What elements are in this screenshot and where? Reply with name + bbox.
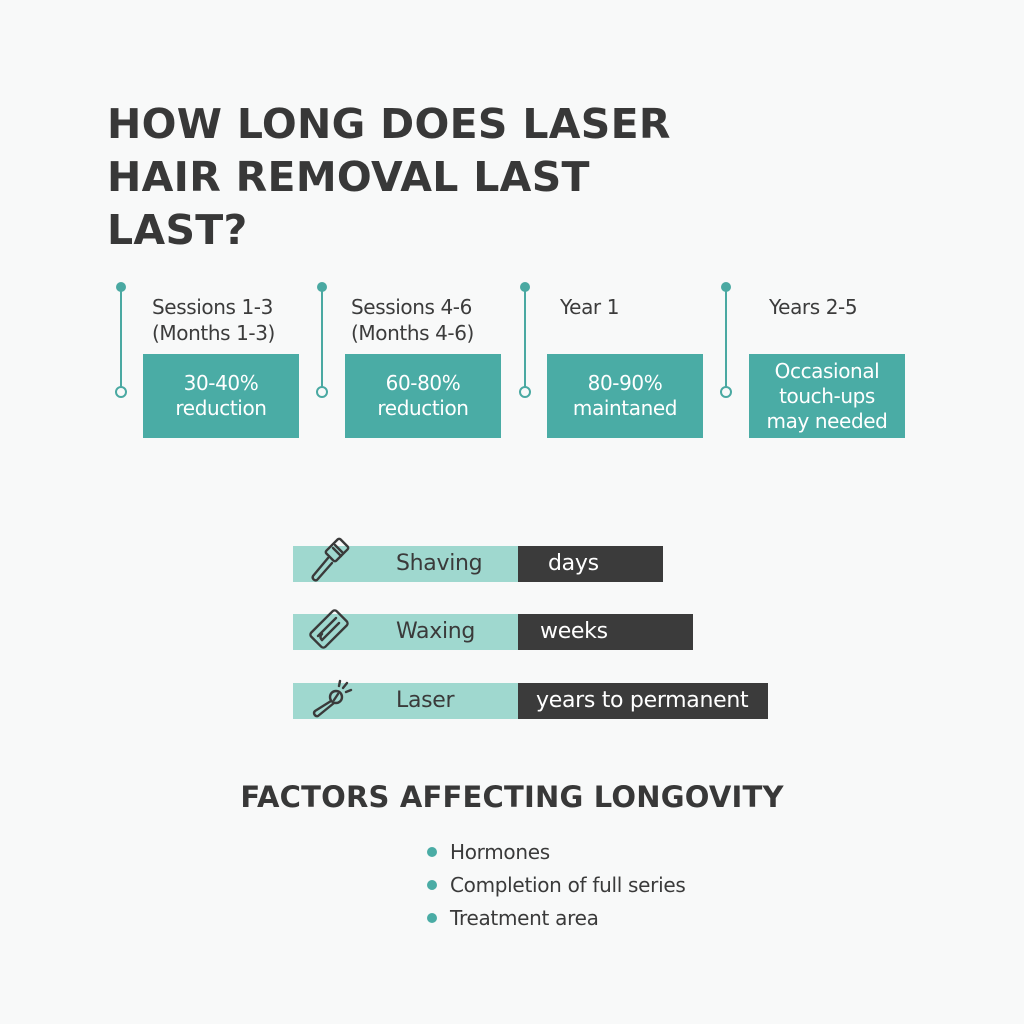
stage-label-line-1: Sessions 1-3 [152, 295, 273, 319]
timeline-stage-4: Years 2-5 Occasional touch-ups may neede… [720, 282, 920, 442]
duration-bar: weeks [518, 614, 693, 650]
title-line-1: HOW LONG DOES LASER [107, 100, 671, 148]
factor-item: Completion of full series [427, 869, 686, 902]
result-line: touch-ups [779, 383, 875, 408]
factors-list: Hormones Completion of full series Treat… [427, 836, 686, 935]
result-line: reduction [175, 396, 267, 420]
marker-line [524, 288, 526, 388]
factor-item: Hormones [427, 836, 685, 869]
stage-label-line-2: (Months 4-6) [351, 321, 474, 345]
result-line: 60-80% [385, 371, 461, 395]
result-line: reduction [377, 396, 469, 420]
factor-text: Hormones [450, 840, 550, 864]
stage-result-box: 60-80% reduction [345, 354, 501, 438]
marker-dot-icon [317, 282, 327, 292]
marker-dot-icon [721, 282, 731, 292]
bullet-icon [427, 880, 437, 890]
stage-label: Sessions 4-6 (Months 4-6) [351, 294, 541, 346]
timeline-marker [115, 282, 127, 402]
method-label: Shaving [396, 551, 483, 576]
stage-label-line-1: Years 2-5 [769, 295, 858, 319]
marker-line [321, 288, 323, 388]
marker-dot-icon [520, 282, 530, 292]
stage-label-line-1: Sessions 4-6 [351, 295, 472, 319]
stage-label-line-1: Year 1 [560, 295, 620, 319]
stage-label: Sessions 1-3 (Months 1-3) [152, 294, 342, 346]
factors-heading: FACTORS AFFECTING LONGOVITY [240, 780, 784, 814]
marker-line [120, 288, 122, 388]
timeline-marker [720, 282, 732, 402]
method-label: Laser [396, 688, 455, 713]
wax-strip-icon [309, 609, 349, 649]
result-line: maintaned [572, 396, 678, 420]
method-label: Waxing [396, 619, 476, 644]
marker-ring-icon [316, 386, 328, 398]
stage-label: Year 1 [560, 294, 750, 320]
marker-ring-icon [519, 386, 531, 398]
title-line-2: HAIR REMOVAL LAST [107, 153, 590, 201]
stage-label-line-2: (Months 1-3) [152, 321, 275, 345]
title-line-3: LAST? [107, 206, 248, 254]
stage-result-box: Occasional touch-ups may needed [749, 354, 905, 438]
timeline-marker [519, 282, 531, 402]
bullet-icon [427, 847, 437, 857]
marker-line [725, 288, 727, 388]
duration-bar: years to permanent [518, 683, 768, 719]
stage-result-box: 30-40% reduction [143, 354, 299, 438]
timeline-stage-3: Year 1 80-90% maintaned [519, 282, 719, 442]
bullet-icon [427, 913, 437, 923]
result-line: 30-40% [183, 371, 259, 395]
stage-label: Years 2-5 [769, 294, 959, 320]
razor-icon [311, 537, 350, 582]
marker-ring-icon [720, 386, 732, 398]
timeline-stage-1: Sessions 1-3 (Months 1-3) 30-40% reducti… [115, 282, 315, 442]
timeline-marker [316, 282, 328, 402]
marker-ring-icon [115, 386, 127, 398]
duration-bar: days [518, 546, 663, 582]
factor-text: Completion of full series [450, 873, 686, 897]
result-line: 80-90% [587, 371, 663, 395]
page-title: HOW LONG DOES LASER HAIR REMOVAL LAST LA… [107, 98, 671, 257]
result-line: may needed [766, 408, 888, 433]
result-line: Occasional [774, 358, 880, 383]
timeline-stage-2: Sessions 4-6 (Months 4-6) 60-80% reducti… [316, 282, 516, 442]
laser-device-icon [312, 679, 353, 718]
stage-result-box: 80-90% maintaned [547, 354, 703, 438]
factor-item: Treatment area [427, 902, 685, 935]
factor-text: Treatment area [450, 906, 599, 930]
marker-dot-icon [116, 282, 126, 292]
